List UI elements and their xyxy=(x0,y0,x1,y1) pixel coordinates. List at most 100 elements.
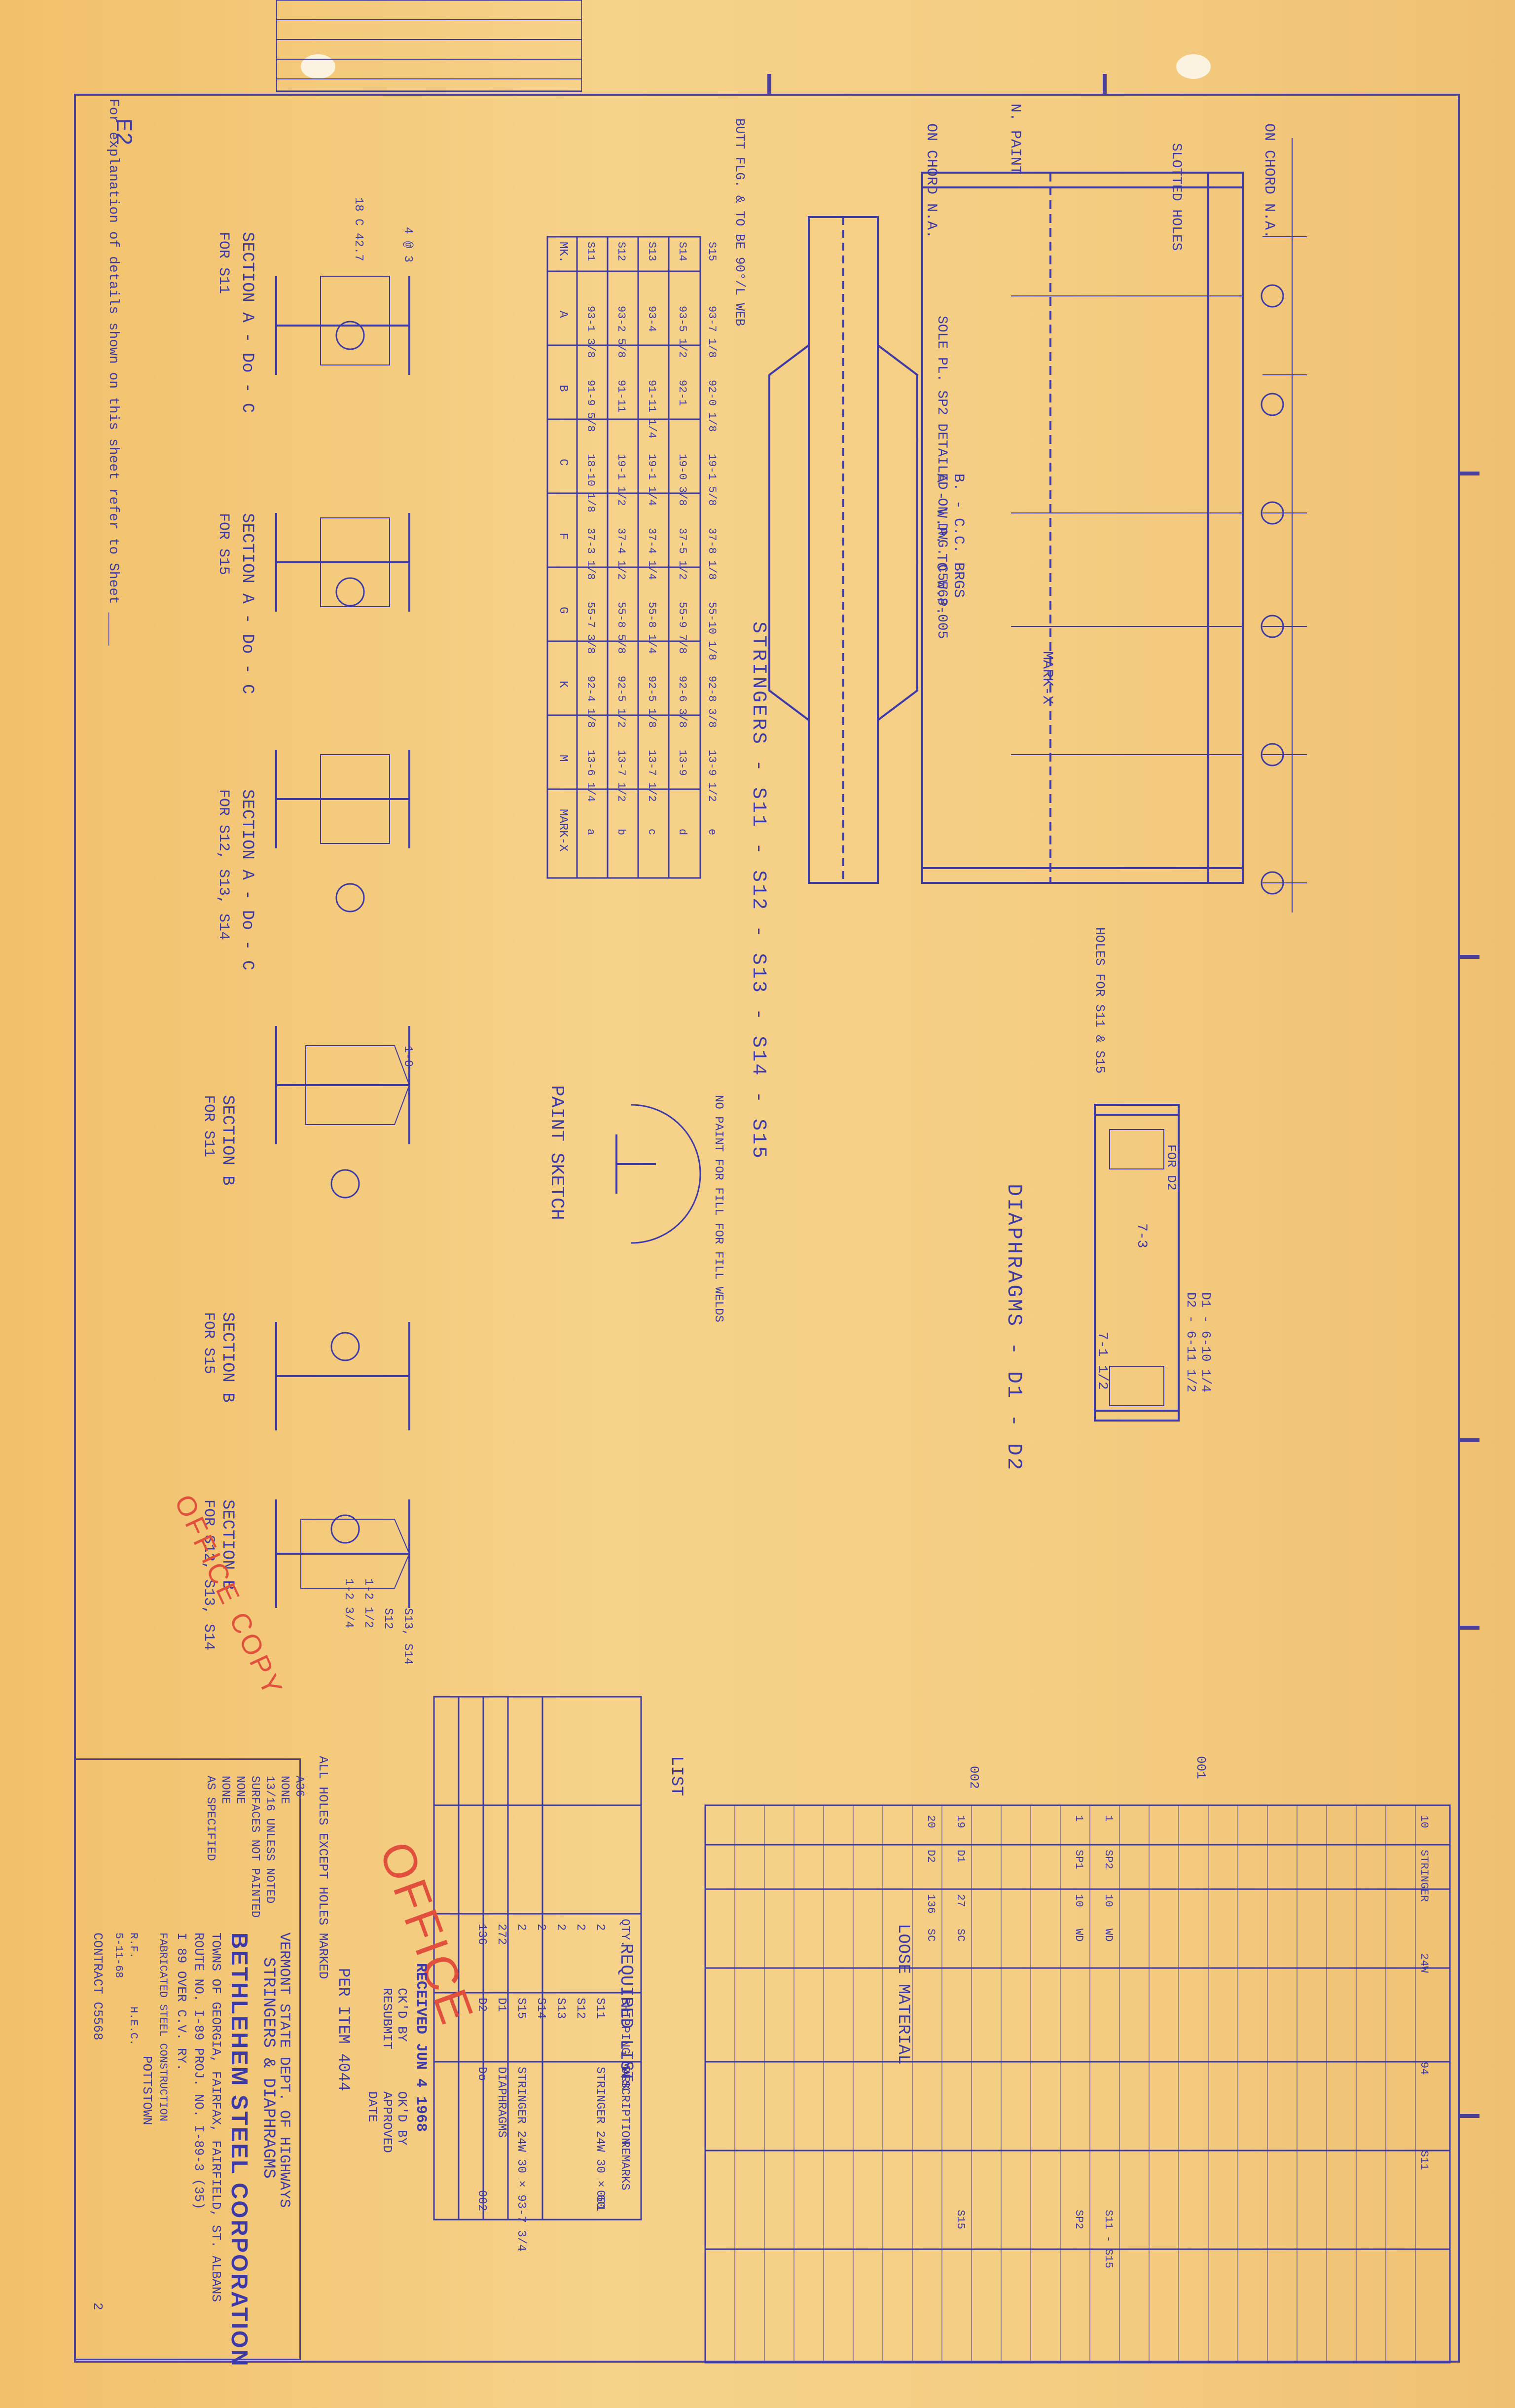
section-for: FOR S11 xyxy=(200,1095,217,1158)
req-cell: D2 xyxy=(475,1998,488,2012)
section-for: FOR S11 xyxy=(215,232,232,294)
on-chord-top: ON CHORD N.A. xyxy=(1261,123,1277,239)
diaphragm-label: FOR D2 xyxy=(1164,1144,1179,1191)
dim-cell: 93-4 xyxy=(646,306,658,332)
bom-cell: 10 xyxy=(1418,1815,1430,1828)
title-plant: POTTSTOWN xyxy=(140,2056,154,2125)
req-header: DESCRIPTION xyxy=(618,2067,631,2145)
req-cell: S13 xyxy=(554,1998,567,2019)
dim-cell: 93-7 1/8 xyxy=(706,306,718,358)
dim-note: 1-2 1/2 xyxy=(361,1578,375,1628)
dim-header-m: M xyxy=(556,755,570,762)
dim-cell: 92-5 1/8 xyxy=(646,676,658,728)
bom-cell: 1 xyxy=(1102,1815,1115,1822)
holes-for: HOLES FOR S11 & S15 xyxy=(1092,927,1107,1074)
dim-cell: a xyxy=(584,829,597,836)
date: DATE xyxy=(365,2091,380,2122)
dim-cell: 13-6 1/4 xyxy=(584,750,597,802)
section-label: SECTION B xyxy=(218,1095,237,1186)
req-cell: 2 xyxy=(554,1924,567,1931)
dim-cell: 92-1 xyxy=(676,380,688,406)
dim-cell: 37-3 1/8 xyxy=(584,528,597,580)
req-cell: DIAPHRAGMS xyxy=(495,2067,508,2138)
title-date: 5-11-68 xyxy=(112,1933,125,1978)
section-label: SECTION A - Do - C xyxy=(238,789,256,971)
required-list-grid xyxy=(433,1696,642,2221)
dim-cell: 37-8 1/8 xyxy=(706,528,718,580)
req-cell: 2 xyxy=(593,1924,607,1931)
diaphragm-label: D2 - 6-11 1/2 xyxy=(1184,1292,1198,1392)
dim-cell: S13 xyxy=(646,242,658,261)
dim-cell: 55-9 7/8 xyxy=(676,602,688,654)
bom-cell: WD xyxy=(1073,1929,1085,1942)
dim-note: 4 @ 3 xyxy=(401,227,414,263)
dim-cell: 91-11 xyxy=(615,380,627,413)
req-header: REMARKS xyxy=(618,2141,631,2190)
bom-cell: SP2 xyxy=(1102,1850,1115,1869)
dim-cell: 19-0 3/8 xyxy=(676,454,688,506)
req-cell: S15 xyxy=(514,1998,528,2019)
bom-cell: WD xyxy=(1102,1929,1115,1942)
ok-by: OK'D BY xyxy=(395,2091,409,2146)
diaphragm-detail xyxy=(1094,1104,1180,1422)
dim-cell: c xyxy=(646,829,658,836)
section-label: SECTION B xyxy=(218,1312,237,1403)
bom-cell: 19 xyxy=(954,1815,967,1828)
dim-table: MK. A B C F G K M MARK-X S11 93-1 3/8 91… xyxy=(547,237,700,878)
bom-cell: 10 xyxy=(1102,1894,1115,1907)
req-cell: STRINGER 24W 30 × 60 xyxy=(593,2067,607,2209)
bom-cell: SP2 xyxy=(1073,2210,1085,2229)
req-cell: S14 xyxy=(534,1998,547,2019)
title-checked: H.E.C. xyxy=(127,2007,140,2046)
dim-note: 1-0 xyxy=(401,1046,414,1067)
dim-cell: 19-1 1/2 xyxy=(615,454,627,506)
punch-hole xyxy=(301,54,335,79)
loose-material-title: LOOSE MATERIAL xyxy=(894,1924,912,2065)
req-cell: 001 xyxy=(593,2190,607,2212)
mark-x-label: MARK-X xyxy=(1039,651,1055,705)
dim-header-markx: MARK-X xyxy=(556,809,570,852)
dim-note: 1-2 3/4 xyxy=(342,1578,355,1628)
bom-ref: 002 xyxy=(967,1766,981,1789)
section-sketches xyxy=(275,276,410,1608)
n-paint: N. PAINT xyxy=(1007,104,1023,175)
dim-cell: e xyxy=(706,829,718,836)
bom-cell: 10 xyxy=(1073,1894,1085,1907)
stringer-elevation xyxy=(921,172,1244,884)
dim-cell: 92-5 1/2 xyxy=(615,676,627,728)
dim-header-k: K xyxy=(556,681,570,688)
dim-note: S13, S14 xyxy=(401,1608,414,1665)
dim-cell: S11 xyxy=(584,242,597,261)
dim-cell: 92-4 1/8 xyxy=(584,676,597,728)
dim-header-f: F xyxy=(556,533,570,540)
bom-cell: 136 xyxy=(925,1894,937,1914)
paint-sketch xyxy=(615,1104,701,1244)
dim-cell: 13-9 1/2 xyxy=(706,750,718,802)
paint-note: NO PAINT FOR FILL FOR FILL WELDS xyxy=(712,1095,725,1322)
dim-note: S12 xyxy=(381,1608,395,1630)
bom-cell: S11 - S15 xyxy=(1102,2210,1115,2268)
bom-ref: 001 xyxy=(1193,1756,1208,1779)
dim-cell: 93-2 5/8 xyxy=(615,306,627,358)
bom-cell: SC xyxy=(925,1929,937,1942)
title-sheet-no: 2 xyxy=(90,2302,105,2310)
bom-cell: S15 xyxy=(954,2210,967,2229)
slotted-holes: SLOTTED HOLES xyxy=(1168,143,1184,251)
dim-cell: 13-7 1/2 xyxy=(615,750,627,802)
resubmit: RESUBMIT xyxy=(380,1988,395,2049)
req-cell: 2 xyxy=(534,1924,547,1931)
dim-cell: 55-10 1/8 xyxy=(706,602,718,660)
title-contract: CONTRACT C5568 xyxy=(90,1933,105,2041)
dim-cell: 55-7 3/8 xyxy=(584,602,597,654)
req-cell: S11 xyxy=(593,1998,607,2019)
dim-cell: 92-8 3/8 xyxy=(706,676,718,728)
req-cell: S12 xyxy=(574,1998,587,2019)
dim-note: 18 C 42.7 xyxy=(352,197,365,261)
bom-cell: 94 xyxy=(1418,2062,1430,2075)
dim-cell: 19-1 1/4 xyxy=(646,454,658,506)
bom-cell: 24W xyxy=(1418,1953,1430,1973)
bom-cell: D2 xyxy=(925,1850,937,1863)
req-cell: D1 xyxy=(495,1998,508,2012)
dim-cell: S15 xyxy=(706,242,718,261)
dim-header-mk: MK. xyxy=(556,242,570,263)
